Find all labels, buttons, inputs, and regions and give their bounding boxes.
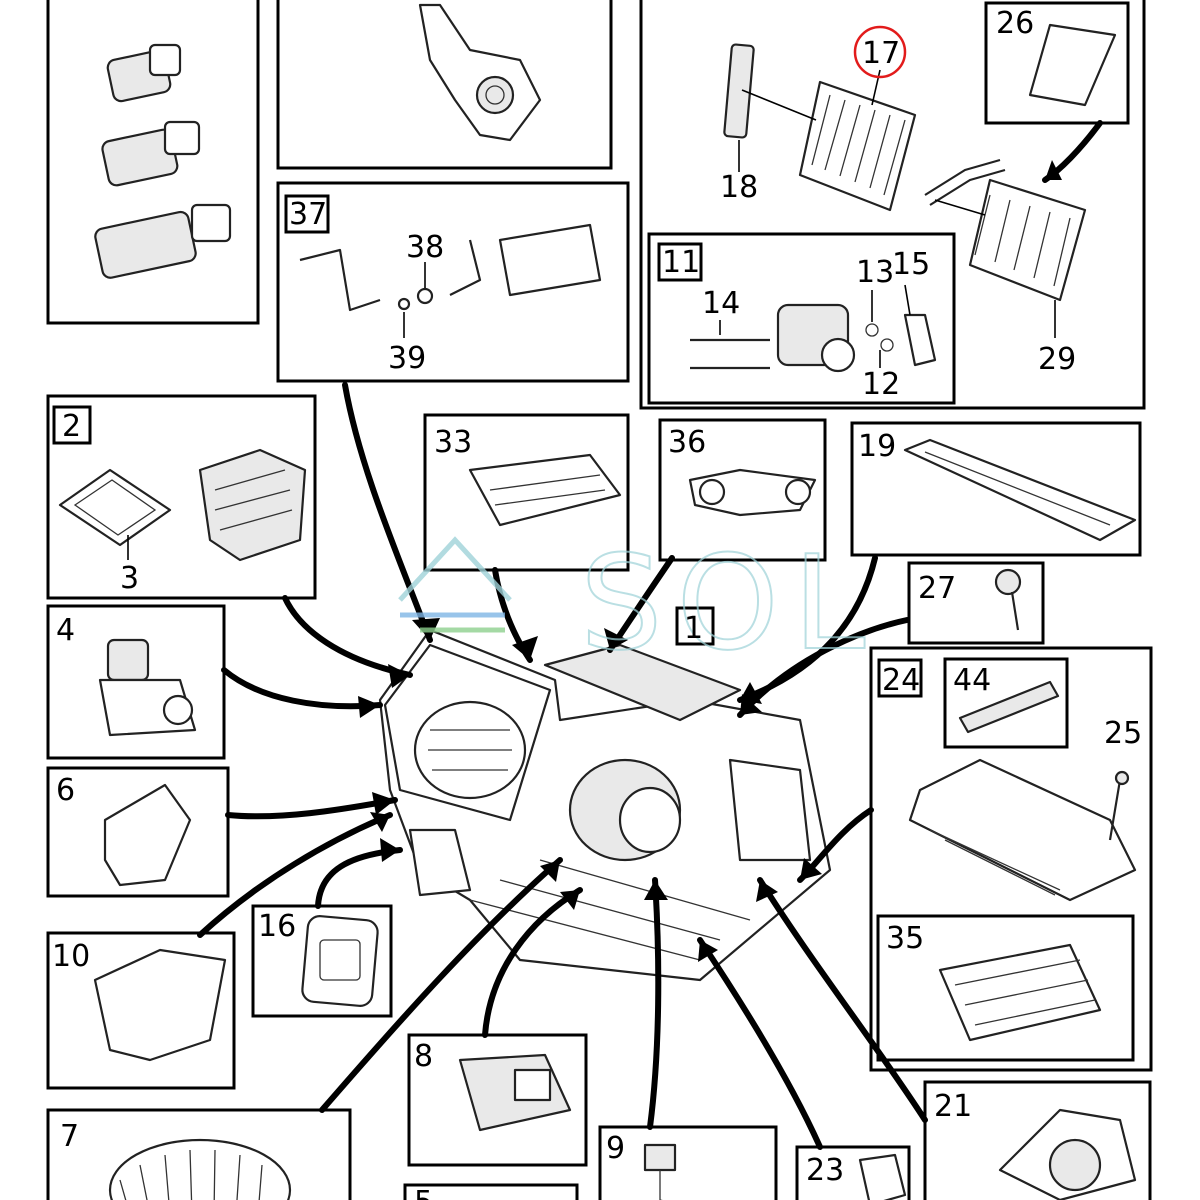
- panel-11: [647, 232, 956, 405]
- gasket-19-art: [903, 438, 1137, 542]
- panel-6: [46, 766, 230, 898]
- evaporator-29-art: [924, 158, 1087, 302]
- part-10-art: [93, 948, 227, 1062]
- housing-24-art: [908, 758, 1137, 902]
- panel-33: [423, 413, 630, 572]
- panel-16: [251, 904, 393, 1018]
- callout-23: 23: [806, 1153, 844, 1188]
- blower-fan-7-art: [108, 1138, 292, 1200]
- callout-7: 7: [60, 1119, 79, 1154]
- panel-5: [403, 1183, 579, 1200]
- callout-25: 25: [1104, 716, 1142, 751]
- panel-2: [46, 394, 317, 600]
- actuator-8-art: [458, 1053, 572, 1132]
- panel-7: [46, 1108, 352, 1200]
- sensor-27-art: [994, 568, 1022, 631]
- callout-39: 39: [388, 341, 426, 376]
- highlight-circle-17: [853, 25, 907, 79]
- callout-35: 35: [886, 921, 924, 956]
- panel-36: [658, 418, 827, 562]
- cabin-filter-17-art: [798, 80, 917, 212]
- panel-actuators-top-left: [46, 0, 260, 325]
- panel-bracket-top: [276, 0, 613, 170]
- bracket-art: [418, 3, 542, 142]
- part-drawings: [58, 3, 1137, 1200]
- panel-21: [923, 1080, 1152, 1200]
- watermark-text: SOL: [580, 527, 879, 679]
- callout-13: 13: [856, 255, 894, 290]
- callout-21: 21: [934, 1089, 972, 1124]
- callout-9: 9: [606, 1131, 625, 1166]
- callout-1: 1: [684, 611, 703, 646]
- panel-9: [598, 1125, 778, 1200]
- callout-12: 12: [862, 367, 900, 402]
- panel-37: [276, 181, 630, 383]
- callout-19: 19: [858, 429, 896, 464]
- callout-10: 10: [52, 939, 90, 974]
- panel-24: [869, 646, 1153, 1072]
- panel-26: [984, 1, 1130, 125]
- callout-24: 24: [882, 663, 920, 698]
- part-21-art: [998, 1108, 1137, 1200]
- panel-44: [943, 657, 1069, 749]
- callout-2: 2: [62, 409, 81, 444]
- callout-3: 3: [120, 561, 139, 596]
- part-44-art: [958, 680, 1060, 734]
- blower-housing-2-art: [58, 448, 307, 562]
- part-16-art: [301, 915, 379, 1007]
- panel-23: [795, 1145, 911, 1200]
- heater-core-37-art: [299, 223, 602, 312]
- callout-18: 18: [720, 170, 758, 205]
- panel-10: [46, 931, 236, 1090]
- panel-8: [407, 1033, 588, 1167]
- part-33-art: [468, 453, 622, 527]
- callout-14: 14: [702, 286, 740, 321]
- panel-4: [46, 604, 226, 760]
- pointer-arrows: [197, 120, 1103, 1150]
- panel-35: [876, 914, 1135, 1062]
- expansion-valve-11-art: [690, 303, 937, 373]
- bracket-6-art: [103, 783, 192, 887]
- callout-33: 33: [434, 425, 472, 460]
- part-36-art: [688, 468, 817, 517]
- callout-17: 17: [862, 36, 900, 71]
- callout-labels: 1 2 3 4 5 6 7 8 9 10 11 12 13 14 15 16 1…: [52, 6, 1142, 1200]
- central-hvac-unit-art: [378, 628, 832, 982]
- part-23-art: [858, 1153, 907, 1200]
- label-boxes: [52, 194, 923, 698]
- heater-35-art: [938, 943, 1102, 1042]
- callout-29: 29: [1038, 342, 1076, 377]
- callout-27: 27: [918, 571, 956, 606]
- panel-27: [907, 561, 1045, 645]
- callout-44: 44: [953, 663, 991, 698]
- seal-18-art: [723, 43, 755, 139]
- panel-filter-evaporator: [639, 0, 1146, 410]
- callout-8: 8: [414, 1039, 433, 1074]
- actuator-4-art: [98, 638, 197, 737]
- callout-15: 15: [892, 247, 930, 282]
- sol-watermark: SOL: [398, 526, 879, 680]
- callout-5: 5: [414, 1185, 433, 1200]
- callout-36: 36: [668, 425, 706, 460]
- actuator-motors-art: [94, 43, 232, 279]
- part-26-art: [1028, 23, 1117, 107]
- panel-boxes: [46, 0, 1153, 1200]
- callout-26: 26: [996, 6, 1034, 41]
- panel-19: [850, 421, 1142, 557]
- callout-4: 4: [56, 613, 75, 648]
- callout-37: 37: [289, 197, 327, 232]
- callout-38: 38: [406, 230, 444, 265]
- callout-11: 11: [662, 245, 700, 280]
- leader-lines: [127, 69, 1056, 560]
- callout-16: 16: [258, 909, 296, 944]
- connector-9-art: [643, 1143, 677, 1200]
- callout-6: 6: [56, 773, 75, 808]
